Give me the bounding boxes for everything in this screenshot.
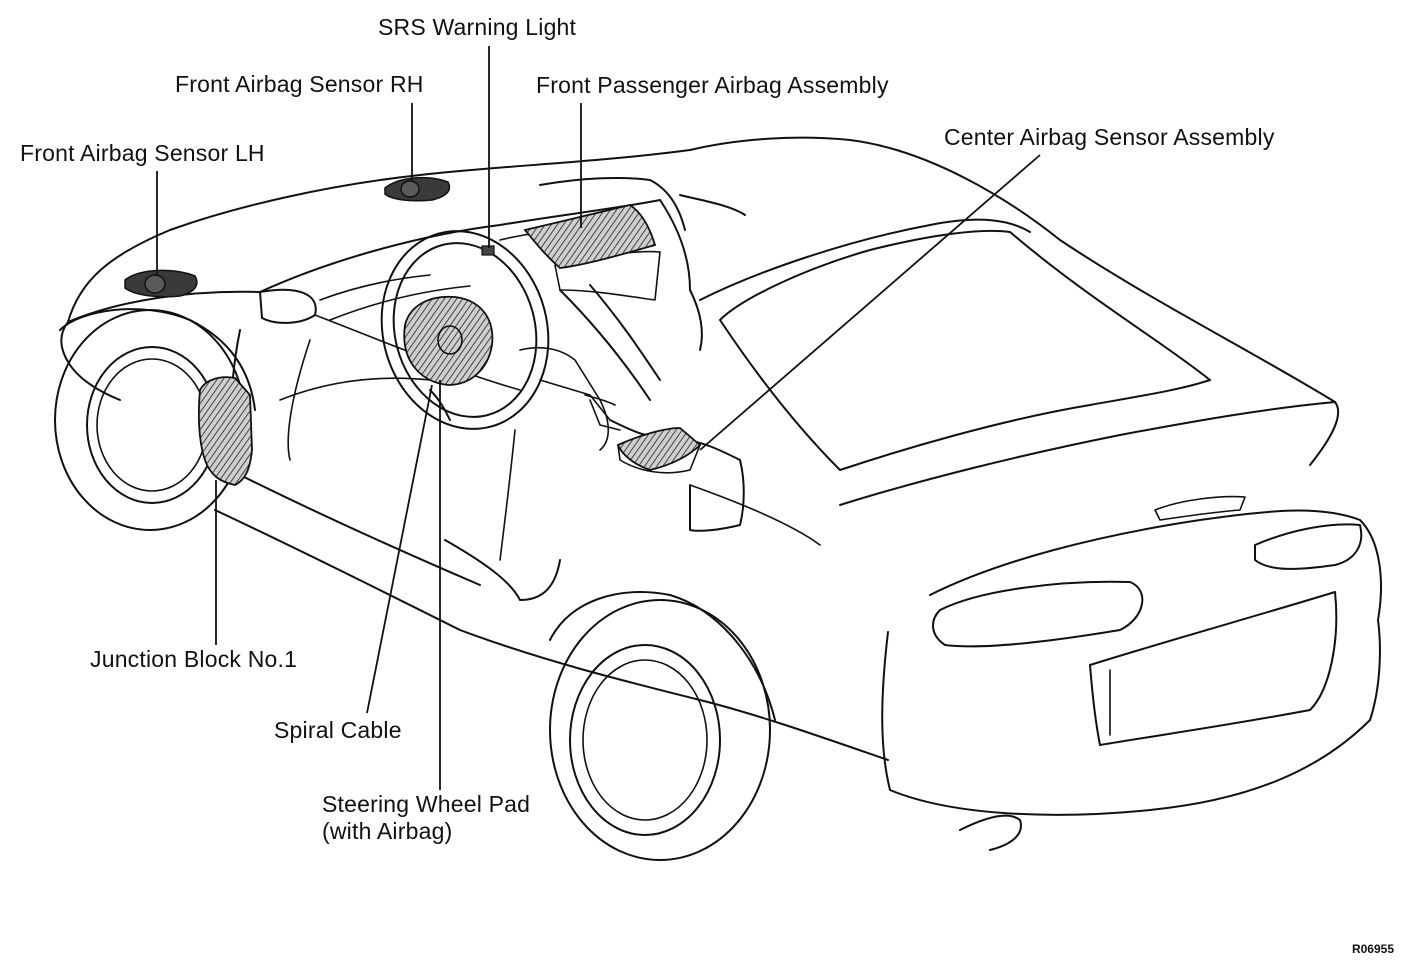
label-spiral-cable: Spiral Cable	[274, 717, 402, 743]
figure-code: R06955	[1351, 942, 1394, 956]
steering-wheel-pad-part	[403, 295, 494, 386]
car-body-outline	[60, 136, 1382, 851]
steering-wheel	[380, 230, 550, 430]
front-passenger-airbag-part	[523, 204, 657, 269]
rear-wheel	[549, 591, 776, 861]
interior-dashboard	[259, 176, 746, 461]
label-steering-wheel-pad: Steering Wheel Pad	[322, 791, 531, 817]
label-srs-warning-light: SRS Warning Light	[378, 14, 577, 40]
label-front-airbag-sensor-lh: Front Airbag Sensor LH	[20, 140, 265, 166]
front-airbag-sensor-lh-part	[124, 269, 198, 298]
center-airbag-sensor-part	[616, 427, 702, 474]
junction-block-part	[197, 376, 253, 486]
label-center-airbag-sensor-assembly: Center Airbag Sensor Assembly	[944, 124, 1275, 150]
label-front-airbag-sensor-rh: Front Airbag Sensor RH	[175, 71, 424, 97]
label-with-airbag: (with Airbag)	[322, 818, 453, 844]
front-airbag-sensor-rh-part	[384, 176, 451, 202]
label-front-passenger-airbag-assembly: Front Passenger Airbag Assembly	[536, 72, 889, 98]
label-junction-block-no1: Junction Block No.1	[90, 646, 298, 672]
srs-warning-light-part	[481, 245, 495, 256]
leader-lines	[156, 46, 1041, 790]
